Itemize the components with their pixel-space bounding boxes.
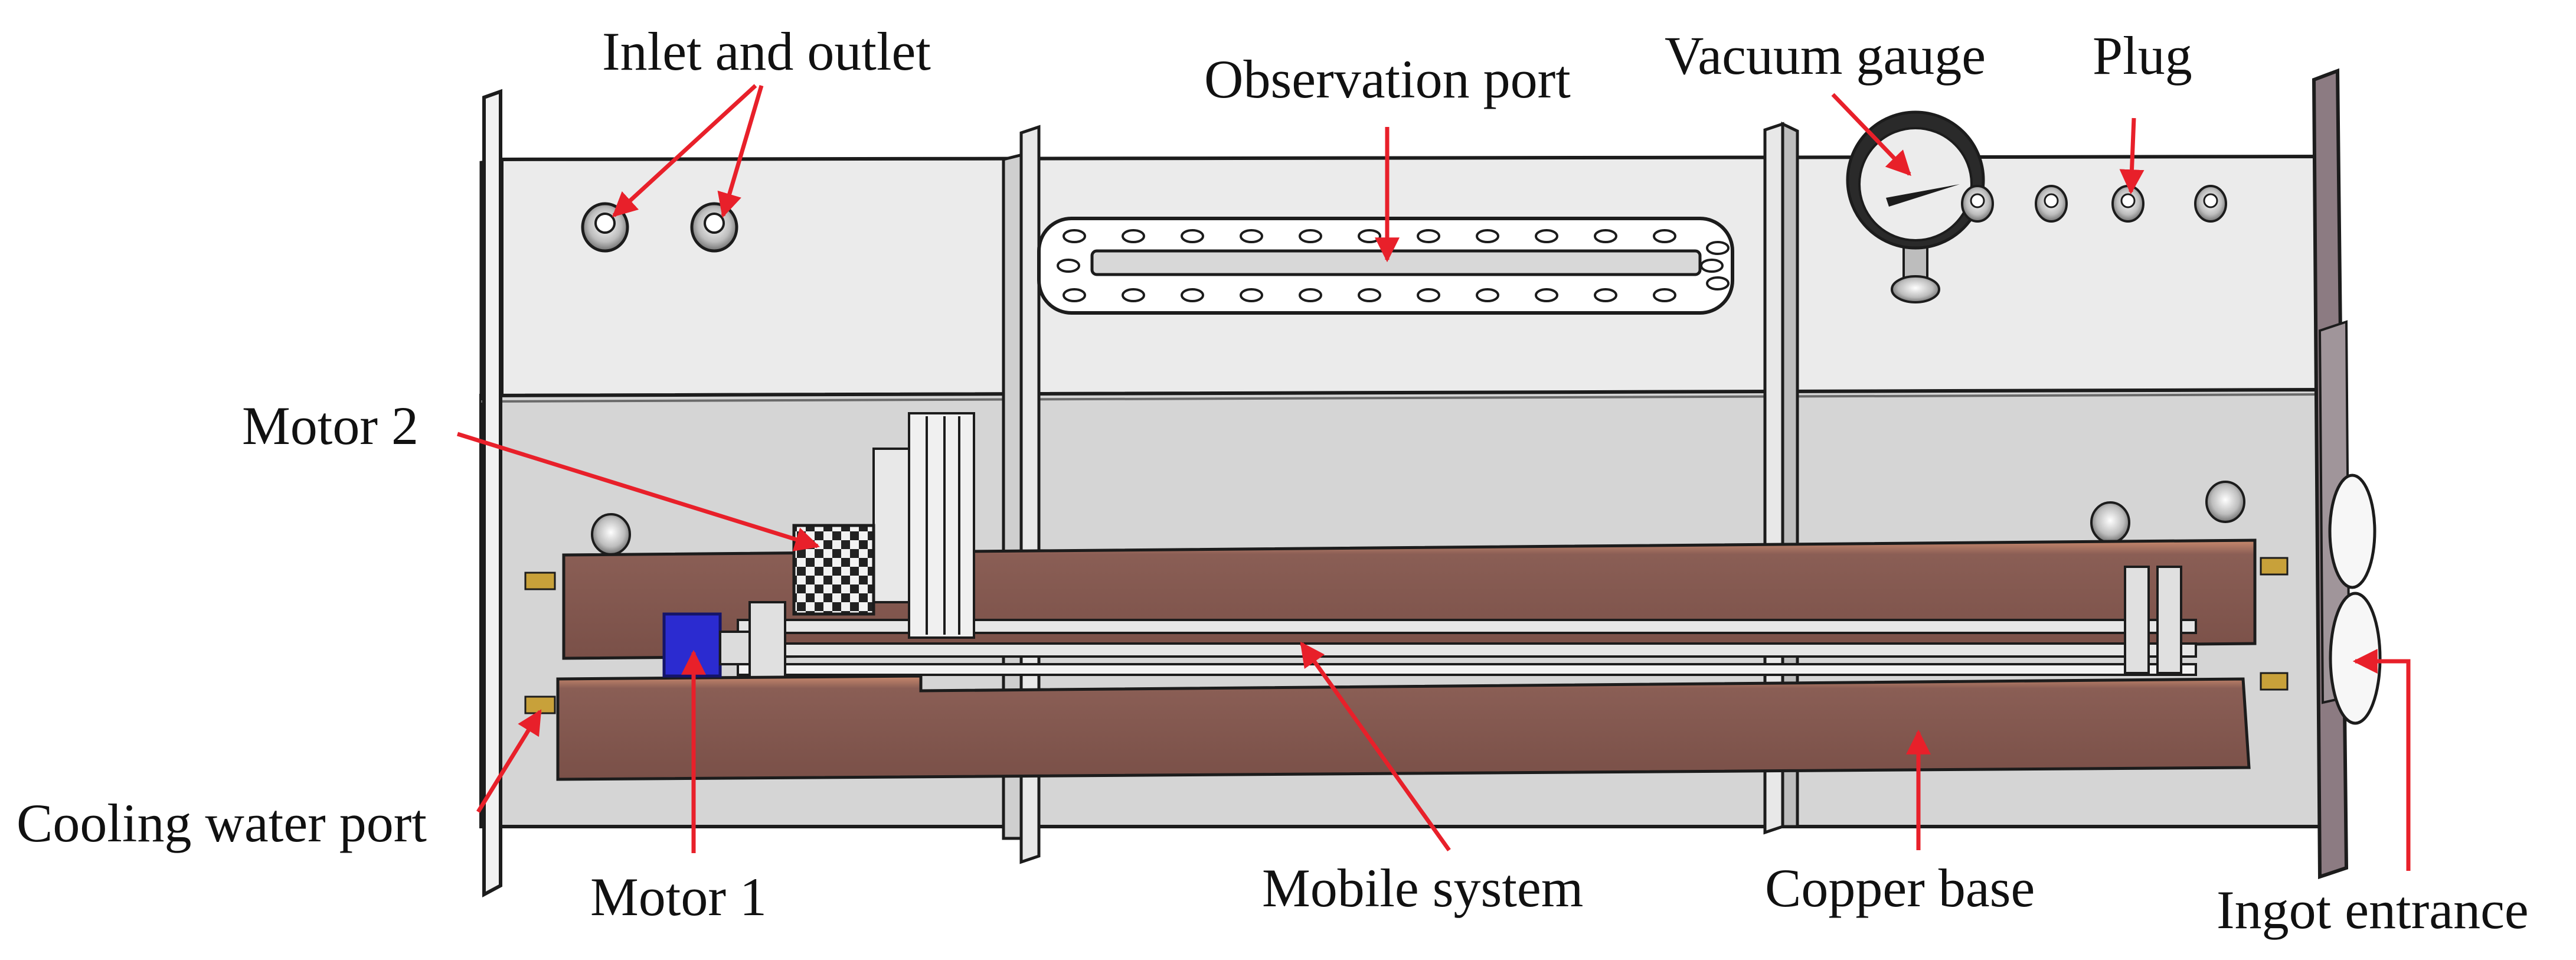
label-mobile-system: Mobile system: [1262, 858, 1583, 918]
label-inlet-outlet: Inlet and outlet: [602, 21, 931, 81]
lower-copper-base: [556, 674, 2251, 781]
label-ingot-entrance: Ingot entrance: [2217, 880, 2529, 940]
cooling-port-2: [524, 695, 556, 714]
label-motor-1: Motor 1: [590, 867, 767, 927]
arrow-outlet: [717, 85, 764, 218]
label-plug: Plug: [2093, 25, 2192, 86]
chamber-edge: [480, 393, 2326, 403]
motor-2-support: [872, 448, 910, 603]
left-end-flange: [482, 89, 502, 898]
observation-slot: [1090, 249, 1702, 276]
gauge-needle: [1886, 184, 1960, 207]
cooling-port-1: [524, 572, 556, 590]
arrow-mobile-system: [1300, 641, 1451, 852]
label-vacuum-gauge: Vacuum gauge: [1665, 25, 1986, 86]
motor-2: [792, 524, 875, 616]
motor-2-support-2: [908, 412, 975, 639]
arrow-plug: [2119, 117, 2145, 195]
plug-4: [2194, 185, 2227, 223]
cooling-port-3: [2260, 557, 2289, 576]
plug-1: [1961, 185, 1994, 223]
plug-3: [2111, 185, 2145, 223]
mobile-system: [737, 566, 2197, 686]
arrow-ingot-entrance: [2352, 649, 2411, 871]
arrow-vacuum-gauge: [1831, 93, 1911, 177]
carriage-right: [2124, 566, 2150, 674]
motor-1-coupling: [719, 631, 751, 665]
label-copper-base: Copper base: [1765, 858, 2035, 918]
guide-rod-1: [737, 619, 2197, 634]
outlet-fitting: [690, 202, 738, 253]
arrow-cooling-water: [476, 709, 542, 813]
carriage-right-2: [2156, 566, 2182, 674]
arrow-motor-2: [456, 432, 820, 551]
right-end-flange: [2312, 68, 2351, 880]
arrow-inlet: [612, 84, 757, 217]
guide-rod-3: [737, 663, 2197, 676]
cooling-water-ports: [524, 557, 2289, 714]
carriage-left: [748, 601, 786, 686]
labels: Inlet and outlet Observation port Vacuum…: [17, 21, 2529, 940]
plug-fittings: [1961, 185, 2227, 223]
plug-2: [2035, 185, 2068, 223]
cooling-port-4: [2260, 672, 2289, 691]
chamber-nuts: [591, 481, 2245, 556]
guide-rod-2: [737, 642, 2197, 658]
label-observation-port: Observation port: [1204, 49, 1571, 109]
label-cooling-water-port: Cooling water port: [17, 793, 427, 853]
bolt-holes: [1057, 229, 1730, 302]
annotation-arrows: [456, 84, 2411, 871]
label-motor-2: Motor 2: [242, 396, 419, 456]
